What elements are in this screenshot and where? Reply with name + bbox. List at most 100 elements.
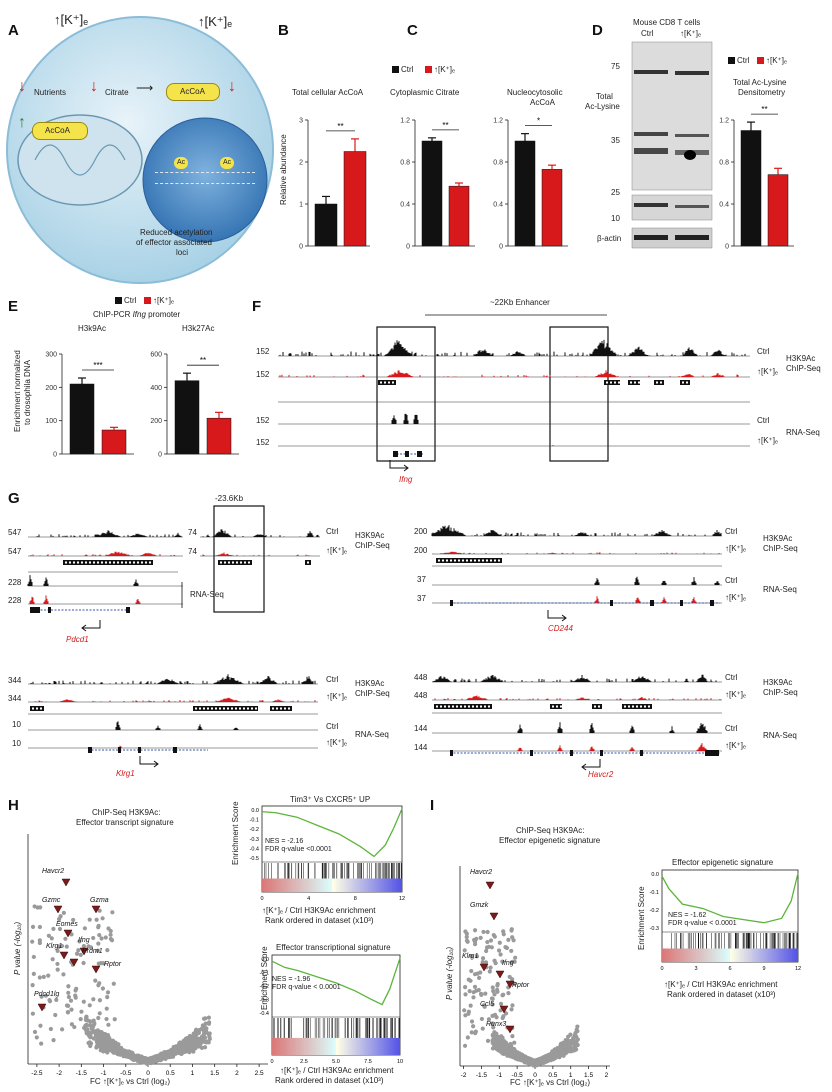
peak-call-dot (384, 381, 386, 384)
rank-gradient (722, 948, 724, 962)
peak-call-dot (392, 381, 394, 384)
peak-call-dot (614, 381, 616, 384)
rank-gradient (700, 948, 702, 962)
peak-call-dot (244, 561, 246, 564)
peak-call-dot (248, 561, 250, 564)
track-rna: RNA-Seq (786, 428, 820, 437)
panel-b-title: Total cellular AcCoA (292, 88, 364, 97)
peak-call-dot (145, 561, 147, 564)
caption-line-1: Reduced acetylation (140, 228, 213, 237)
significance-label: ** (200, 356, 206, 365)
peak-call-dot (436, 705, 438, 708)
peak-call-dot (280, 707, 282, 710)
peak-call-dot (101, 561, 103, 564)
y-tick-label: 2 (299, 160, 303, 167)
rank-gradient (772, 948, 774, 962)
scale-label: 344 (8, 676, 22, 685)
gene-exon (118, 747, 121, 753)
gene-exon (393, 451, 398, 457)
signal-track (202, 552, 311, 556)
peak-call-dot (482, 559, 484, 562)
rank-gradient (684, 948, 686, 962)
scale-152: 152 (256, 416, 270, 425)
track-rna: RNA-Seq (190, 590, 224, 599)
x-tick-label: -1 (101, 1070, 107, 1077)
peak-call-dot (125, 561, 127, 564)
volcano-point (197, 1027, 202, 1033)
peak-call-dot (284, 707, 286, 710)
volcano-point (98, 1048, 103, 1053)
peak-call-dot (442, 559, 444, 562)
gene-exon (650, 600, 654, 606)
peak-call-dot (36, 707, 38, 710)
panel-label-h: H (8, 797, 19, 814)
peak-call-dot (438, 559, 440, 562)
scale-label: 10 (12, 720, 21, 729)
ac-label: Ac (177, 159, 186, 166)
rank-gradient (762, 948, 764, 962)
scale-label: 448 (414, 673, 428, 682)
rank-gradient (692, 948, 694, 962)
gsea-i-fdr: FDR q-value < 0.0001 (668, 920, 737, 927)
gene-label-cd244: CD244 (548, 624, 573, 633)
rank-gradient (670, 948, 672, 962)
gene-exon (600, 750, 603, 756)
highlight-box (213, 505, 265, 613)
scale-label: 547 (8, 528, 22, 537)
marker-75: 75 (611, 62, 620, 71)
peak-call-dot (203, 707, 205, 710)
peak-call-dot (556, 705, 558, 708)
gene-exon (30, 607, 40, 613)
gsea-x-tick-label: 6 (728, 966, 731, 972)
rank-gradient (688, 948, 690, 962)
peak-call-dot (232, 561, 234, 564)
peak-call (434, 704, 492, 709)
track-chip-1: H3K9Ac (355, 531, 385, 540)
bar-ctrl (174, 380, 200, 455)
significance-label: *** (93, 361, 102, 370)
peak-call-dot (129, 561, 131, 564)
rank-gradient (778, 948, 780, 962)
track-ctrl: Ctrl (725, 527, 738, 536)
y-tick-label: 200 (45, 385, 57, 392)
y-tick-label: 0 (725, 244, 729, 251)
track-chip-2: ChIP-Seq (786, 364, 821, 373)
rank-gradient (716, 948, 718, 962)
y-tick-label: 600 (150, 352, 162, 359)
volcano-point (91, 1036, 96, 1041)
peak-call-dot (440, 705, 442, 708)
track-ctrl: Ctrl (757, 347, 770, 356)
scale-label: 144 (414, 743, 428, 752)
rank-gradient (736, 948, 738, 962)
peak-call-dot (236, 561, 238, 564)
peak-call-dot (636, 705, 638, 708)
y-tick-label: 0.8 (493, 160, 503, 167)
x-tick-label: 2 (235, 1070, 239, 1077)
track-chip-1: H3K9Ac (763, 534, 793, 543)
x-tick-label: -2 (56, 1070, 62, 1077)
gene-exon (417, 451, 422, 457)
peak-call-dot (656, 381, 658, 384)
legend-k: ↑[K⁺]ₑ (425, 65, 455, 74)
peak-call-dot (73, 561, 75, 564)
panel-e1-title: H3k9Ac (78, 324, 107, 333)
y-tick-label: 0.4 (400, 202, 410, 209)
peak-call (654, 380, 664, 385)
peak-call-dot (628, 705, 630, 708)
rank-gradient (750, 948, 752, 962)
peak-call-dot (488, 705, 490, 708)
peak-call-dot (219, 707, 221, 710)
scale-152: 152 (256, 347, 270, 356)
rank-gradient (734, 948, 736, 962)
gene-exon (126, 607, 130, 613)
scale-label: 200 (414, 546, 428, 555)
blot-label-1: Total (596, 92, 613, 101)
rank-gradient (754, 948, 756, 962)
down-arrow-icon: ↓ (228, 78, 236, 95)
rank-gradient (678, 948, 680, 962)
ac-badge (174, 157, 188, 169)
signal-track (115, 721, 239, 730)
